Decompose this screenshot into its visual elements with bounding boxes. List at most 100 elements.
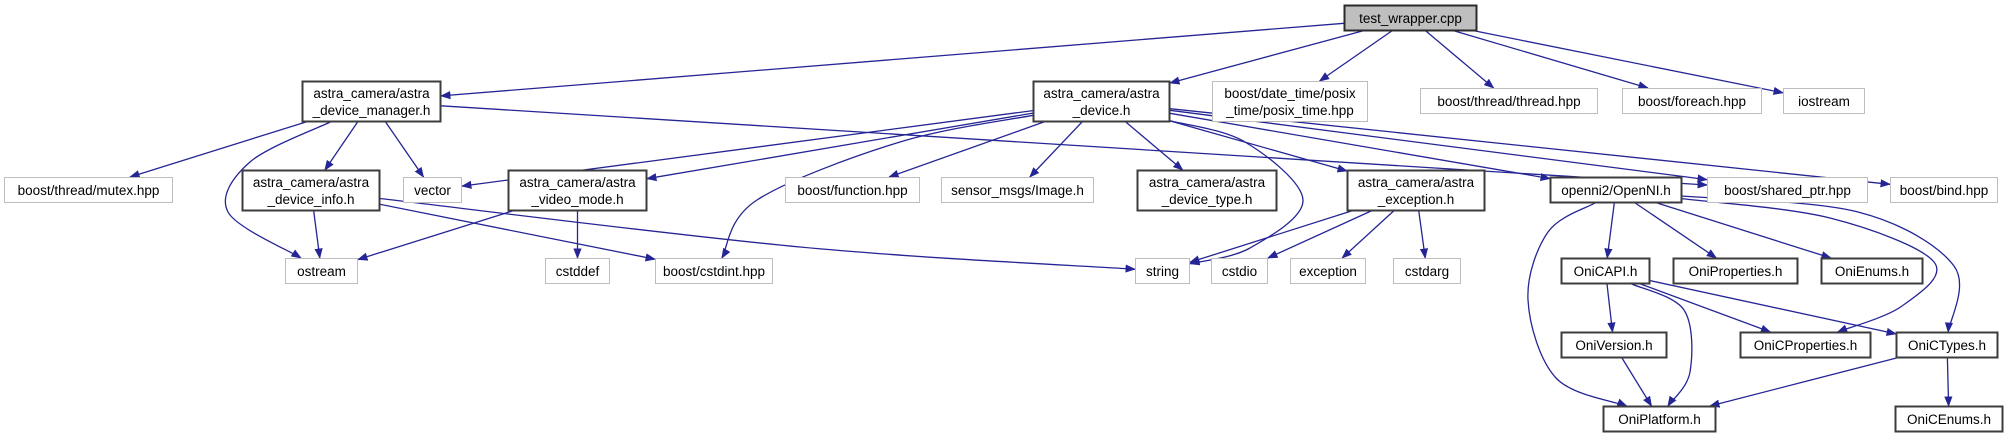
- node-onienums[interactable]: OniEnums.h: [1820, 257, 1924, 285]
- include-edge-onicapi-to-onicproperties: [1640, 283, 1772, 333]
- node-label-cstdio: cstdio: [1222, 264, 1257, 279]
- node-cstddef: cstddef: [544, 257, 611, 285]
- include-edge-exception_h-to-cstdio: [1267, 210, 1372, 259]
- node-box-onictypes: [1895, 331, 1999, 359]
- node-onictypes[interactable]: OniCTypes.h: [1895, 331, 1999, 359]
- node-box-thread: [1419, 87, 1599, 115]
- include-edge-device-to-string: [1169, 120, 1304, 266]
- node-box-device_type: [1136, 169, 1278, 212]
- node-box-exception_h: [1346, 169, 1486, 212]
- include-edge-device_info-to-cstdint: [379, 203, 656, 262]
- node-device_type[interactable]: astra_camera/astra _device_type.h: [1136, 169, 1278, 212]
- include-edge-openni-to-oniplatform: [1527, 202, 1628, 407]
- include-edge-device-to-video_mode: [646, 112, 1034, 182]
- node-device[interactable]: astra_camera/astra_device.h: [1032, 80, 1171, 123]
- node-label-thread: boost/thread/thread.hpp: [1437, 94, 1580, 109]
- node-box-image: [940, 176, 1095, 204]
- include-edge-onictypes-to-onicenums: [1944, 357, 1953, 407]
- include-edge-device-to-image: [1029, 121, 1083, 178]
- node-box-ostream: [284, 257, 359, 285]
- node-label-openni: openni2/OpenNI.h: [1561, 183, 1671, 198]
- node-oniproperties[interactable]: OniProperties.h: [1672, 257, 1799, 285]
- node-label-string: string: [1146, 264, 1179, 279]
- node-video_mode[interactable]: astra_camera/astra_video_mode.h: [507, 169, 648, 212]
- node-oniplatform[interactable]: OniPlatform.h: [1602, 405, 1717, 433]
- node-posix_time: boost/date_time/posix_time/posix_time.hp…: [1211, 80, 1369, 123]
- include-edge-device_manager-to-ostream: [224, 121, 331, 259]
- node-box-test_wrapper: [1343, 4, 1478, 32]
- include-edge-test_wrapper-to-thread: [1425, 30, 1495, 89]
- node-label-bind: boost/bind.hpp: [1900, 183, 1989, 198]
- node-string: string: [1134, 257, 1191, 285]
- node-onicapi[interactable]: OniCAPI.h: [1560, 257, 1651, 285]
- include-edge-device-to-cstdint: [721, 114, 1034, 259]
- node-box-onicenums: [1894, 405, 2004, 433]
- node-function: boost/function.hpp: [784, 176, 921, 204]
- node-label-oniplatform: OniPlatform.h: [1618, 412, 1701, 427]
- node-box-onicproperties: [1739, 331, 1872, 359]
- node-label-ostream: ostream: [297, 264, 346, 279]
- node-box-openni: [1549, 176, 1683, 204]
- include-edge-exception_h-to-exception_std: [1341, 210, 1395, 259]
- node-box-onicapi: [1560, 257, 1651, 285]
- node-label-onienums: OniEnums.h: [1835, 264, 1909, 279]
- node-label-cstdarg: cstdarg: [1405, 264, 1449, 279]
- include-edge-openni-to-onienums: [1656, 202, 1832, 260]
- node-box-oniplatform: [1602, 405, 1717, 433]
- node-oniversion[interactable]: OniVersion.h: [1560, 331, 1668, 359]
- node-label-device_manager-line2: _device_manager.h: [312, 103, 431, 118]
- node-mutex: boost/thread/mutex.hpp: [3, 176, 174, 204]
- node-image: sensor_msgs/Image.h: [940, 176, 1095, 204]
- node-box-device: [1032, 80, 1171, 123]
- include-edge-device_manager-to-vector: [385, 121, 425, 178]
- node-box-cstddef: [544, 257, 611, 285]
- node-box-posix_time: [1211, 80, 1369, 123]
- node-device_info[interactable]: astra_camera/astra_device_info.h: [241, 169, 381, 212]
- node-box-vector: [402, 176, 463, 204]
- node-label-image: sensor_msgs/Image.h: [951, 183, 1084, 198]
- node-box-foreach: [1621, 87, 1763, 115]
- node-label-oniversion: OniVersion.h: [1575, 338, 1652, 353]
- node-box-exception_std: [1289, 257, 1367, 285]
- node-box-video_mode: [507, 169, 648, 212]
- node-label-cstdint: boost/cstdint.hpp: [663, 264, 765, 279]
- node-iostream: iostream: [1782, 87, 1866, 115]
- include-edge-openni-to-oniproperties: [1634, 202, 1718, 259]
- include-edge-exception_h-to-string: [1189, 210, 1352, 264]
- include-edge-test_wrapper-to-iostream: [1475, 30, 1784, 95]
- include-edge-device_manager-to-shared_ptr: [440, 105, 1708, 189]
- node-cstdarg: cstdarg: [1392, 257, 1462, 285]
- include-edge-test_wrapper-to-device: [1169, 30, 1363, 85]
- node-label-device_type-line1: astra_camera/astra: [1149, 175, 1266, 190]
- include-edge-exception_h-to-cstdarg: [1418, 210, 1428, 259]
- node-exception_h[interactable]: astra_camera/astra_exception.h: [1346, 169, 1486, 212]
- node-label-device_manager-line1: astra_camera/astra: [313, 86, 430, 101]
- node-thread: boost/thread/thread.hpp: [1419, 87, 1599, 115]
- node-device_manager[interactable]: astra_camera/astra _device_manager.h: [301, 80, 442, 123]
- include-edge-test_wrapper-to-posix_time: [1318, 30, 1393, 82]
- include-edge-openni-to-onicproperties: [1681, 197, 1938, 333]
- node-foreach: boost/foreach.hpp: [1621, 87, 1763, 115]
- include-edge-test_wrapper-to-foreach: [1454, 30, 1649, 90]
- node-openni[interactable]: openni2/OpenNI.h: [1549, 176, 1683, 204]
- node-vector: vector: [402, 176, 463, 204]
- include-edge-onicapi-to-onictypes: [1649, 279, 1897, 336]
- node-label-test_wrapper: test_wrapper.cpp: [1359, 11, 1462, 26]
- node-label-device_type-line2: _device_type.h: [1161, 192, 1253, 207]
- include-edge-device-to-exception_h: [1169, 120, 1348, 173]
- node-onicproperties[interactable]: OniCProperties.h: [1739, 331, 1872, 359]
- node-test_wrapper: test_wrapper.cpp: [1343, 4, 1478, 32]
- node-label-function: boost/function.hpp: [797, 183, 907, 198]
- node-onicenums[interactable]: OniCEnums.h: [1894, 405, 2004, 433]
- node-label-vector: vector: [414, 183, 451, 198]
- node-box-string: [1134, 257, 1191, 285]
- node-shared_ptr: boost/shared_ptr.hpp: [1706, 176, 1869, 204]
- node-label-onicapi: OniCAPI.h: [1574, 264, 1638, 279]
- node-label-foreach: boost/foreach.hpp: [1638, 94, 1746, 109]
- include-edge-video_mode-to-ostream: [357, 210, 513, 261]
- include-edge-openni-to-onicapi: [1604, 202, 1615, 259]
- include-edge-device-to-device_type: [1125, 121, 1184, 171]
- node-box-iostream: [1782, 87, 1866, 115]
- node-box-function: [784, 176, 921, 204]
- node-box-onienums: [1820, 257, 1924, 285]
